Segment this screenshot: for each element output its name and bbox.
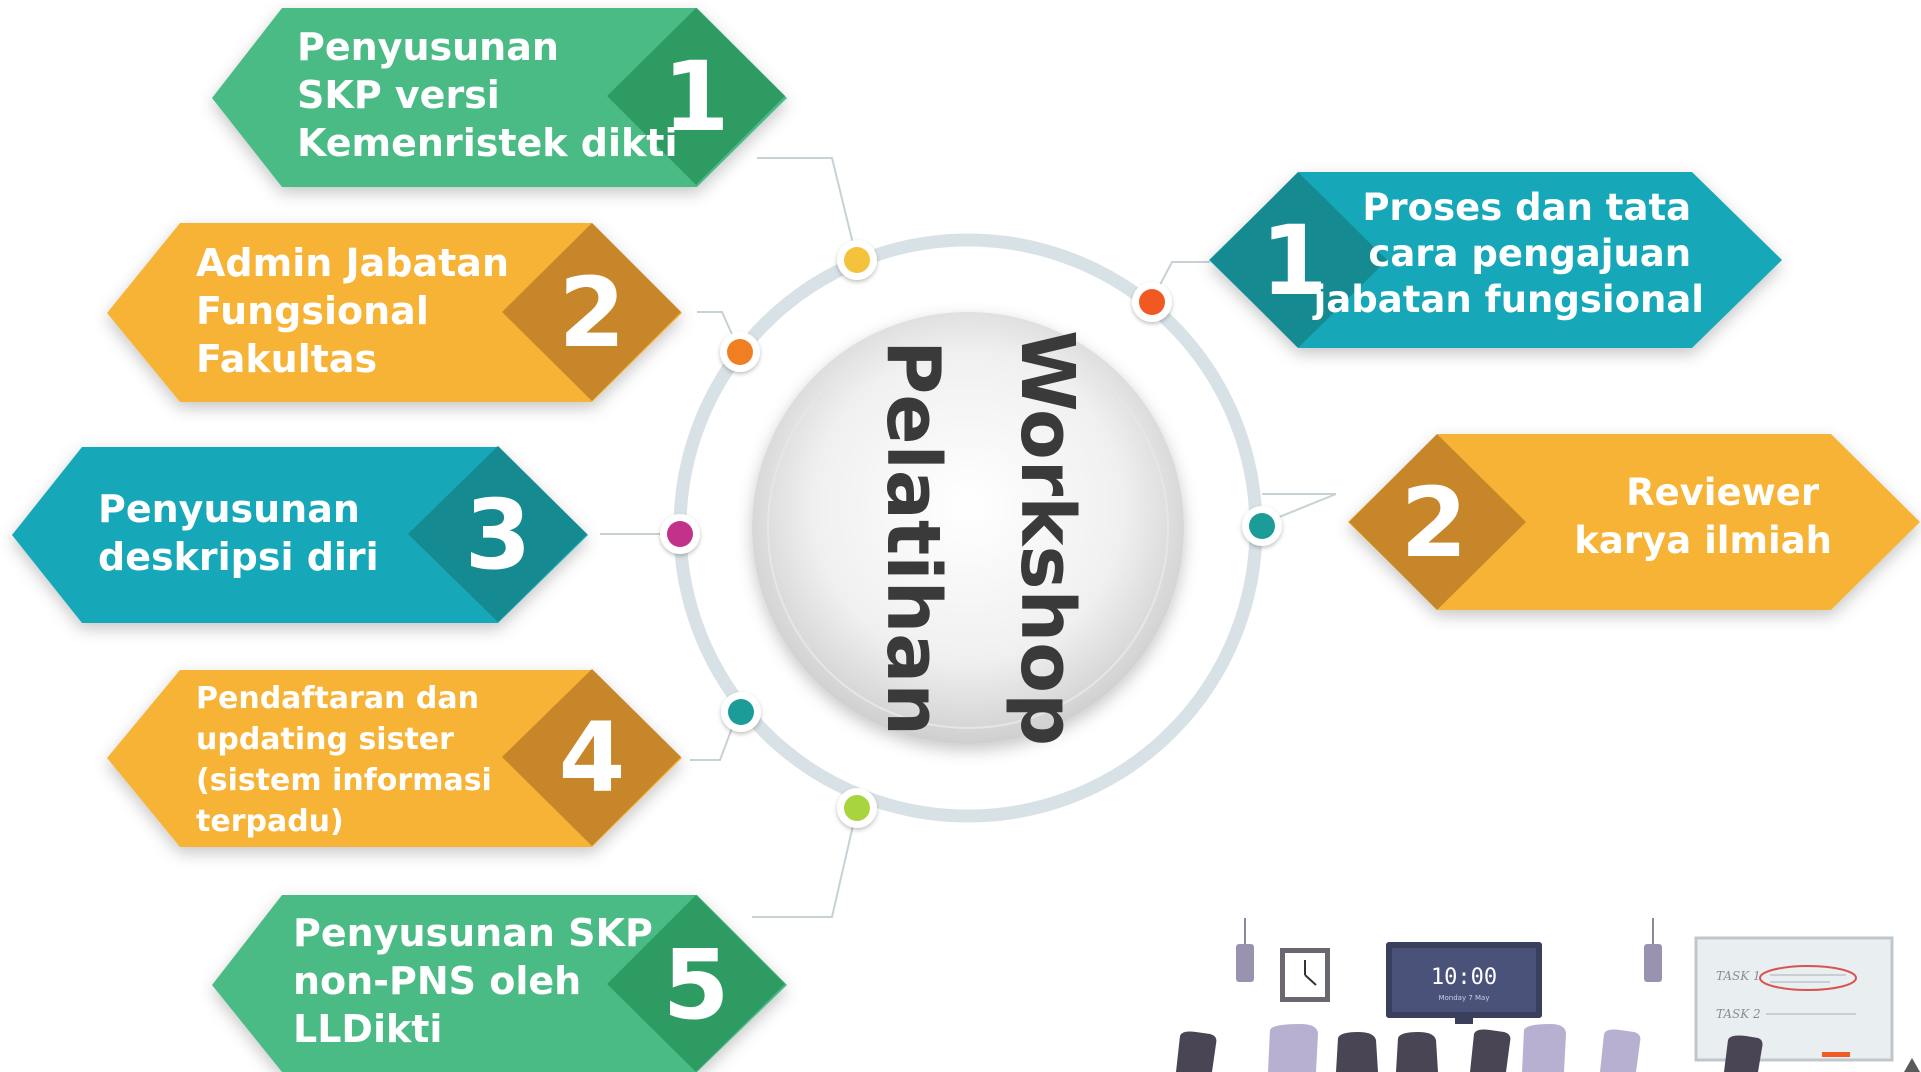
number-badge xyxy=(607,895,785,1072)
chairs xyxy=(1176,1024,1763,1072)
banner-shape xyxy=(12,447,588,623)
dot-w1 xyxy=(1132,282,1172,322)
chair xyxy=(1268,1024,1318,1072)
chair xyxy=(1336,1032,1378,1072)
banner-shape xyxy=(107,223,682,402)
number-label: 5 xyxy=(663,929,730,1041)
classroom-illustration: 10:00 Monday 7 May TASK 1 TASK 2 xyxy=(1176,918,1920,1072)
dot-p3 xyxy=(660,514,700,554)
ring-dots xyxy=(660,240,1282,828)
whiteboard: TASK 1 TASK 2 xyxy=(1694,936,1894,1062)
item-label: Pendaftaran dan updating sister (sistem … xyxy=(196,681,502,839)
dot-p1 xyxy=(837,240,877,280)
lamp-left xyxy=(1236,918,1254,982)
item-label: Penyusunan deskripsi diri xyxy=(98,487,379,579)
number-badge xyxy=(607,8,785,185)
center-disc-inner xyxy=(767,327,1169,729)
banner-shape xyxy=(1348,434,1920,610)
pelatihan-item-1: 1 Penyusunan SKP versi Kemenristek dikti xyxy=(212,8,787,187)
number-label: 1 xyxy=(1261,205,1328,317)
banner-shape xyxy=(107,670,682,847)
item-label: Penyusunan SKP non-PNS oleh LLDikti xyxy=(293,911,666,1051)
dot-p5 xyxy=(837,788,877,828)
center-disc xyxy=(752,312,1184,744)
number-badge xyxy=(502,669,681,846)
number-label: 4 xyxy=(559,702,626,814)
pelatihan-item-5: 5 Penyusunan SKP non-PNS oleh LLDikti xyxy=(212,895,787,1072)
plant-leaf xyxy=(1904,1058,1920,1072)
banner-shape xyxy=(1209,172,1782,348)
connector-p5 xyxy=(752,807,858,918)
dot-p4 xyxy=(721,692,761,732)
chair xyxy=(1724,1035,1763,1072)
item-label: Proses dan tata cara pengajuan jabatan f… xyxy=(1312,186,1704,321)
chair xyxy=(1396,1032,1438,1072)
number-label: 2 xyxy=(1401,467,1468,579)
dot-w2 xyxy=(1242,506,1282,546)
screen-monitor: 10:00 Monday 7 May xyxy=(1386,942,1542,1024)
chair xyxy=(1176,1031,1217,1072)
dot-p2 xyxy=(720,332,760,372)
number-label: 2 xyxy=(559,257,626,369)
task-2-label: TASK 2 xyxy=(1716,1007,1761,1021)
chair xyxy=(1470,1029,1511,1072)
number-badge xyxy=(408,446,587,622)
screen-date: Monday 7 May xyxy=(1438,994,1489,1002)
banner-shape xyxy=(212,8,787,187)
center-title-pelatihan: Pelatihan xyxy=(870,340,956,736)
screen-time: 10:00 xyxy=(1431,965,1497,990)
pelatihan-item-2: 2 Admin Jabatan Fungsional Fakultas xyxy=(107,223,682,402)
number-badge xyxy=(1349,434,1526,610)
chair xyxy=(1600,1029,1641,1072)
chair xyxy=(1522,1024,1566,1072)
pelatihan-item-3: 3 Penyusunan deskripsi diri xyxy=(12,446,588,623)
center-title-workshop: Workshop xyxy=(1004,330,1090,746)
number-label: 1 xyxy=(663,41,730,153)
workshop-item-1: 1 Proses dan tata cara pengajuan jabatan… xyxy=(1209,172,1782,348)
central-ring: Workshop Pelatihan xyxy=(673,233,1263,823)
wall-clock xyxy=(1280,948,1330,1002)
item-label: Admin Jabatan Fungsional Fakultas xyxy=(196,241,522,381)
banner-shape xyxy=(212,895,787,1072)
item-label: Penyusunan SKP versi Kemenristek dikti xyxy=(297,25,677,165)
connector-p1 xyxy=(757,157,858,261)
number-label: 3 xyxy=(465,479,532,591)
pelatihan-item-4: 4 Pendaftaran dan updating sister (siste… xyxy=(107,669,682,847)
task-1-label: TASK 1 xyxy=(1716,969,1761,983)
workshop-item-2: 2 Reviewer karya ilmiah xyxy=(1348,434,1920,610)
number-badge xyxy=(1210,172,1387,348)
lamp-right xyxy=(1644,918,1662,982)
number-badge xyxy=(502,223,681,401)
item-label: Reviewer karya ilmiah xyxy=(1574,471,1832,562)
